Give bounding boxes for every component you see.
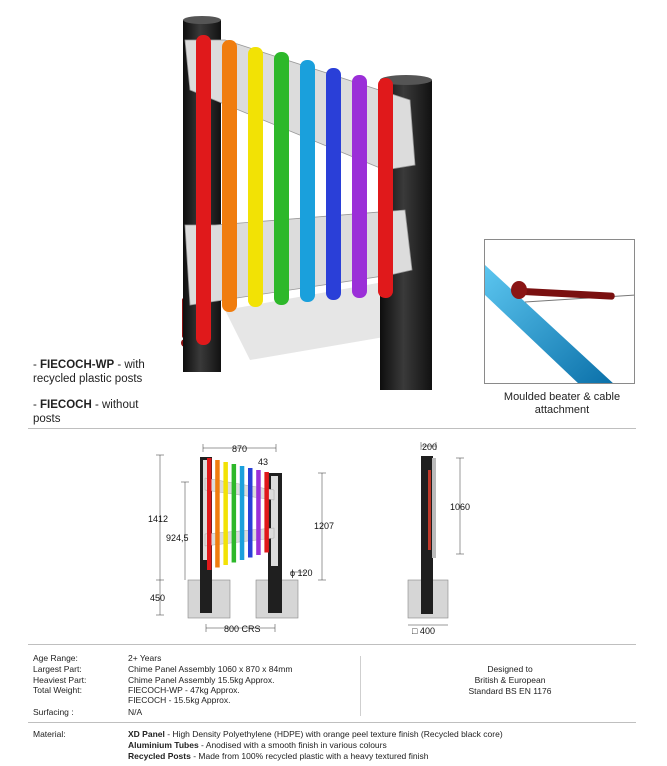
front-chime-tube xyxy=(207,458,212,570)
spec-value-surfacing: N/A xyxy=(128,707,143,717)
chime-tube xyxy=(274,52,289,305)
side-elevation-drawing: 200 1060 □ 400 xyxy=(407,442,470,636)
dim-width: 870 xyxy=(232,444,247,454)
spec-value-age: 2+ Years xyxy=(128,653,162,663)
dim-foundation-depth: 450 xyxy=(150,593,165,603)
front-chime-tube xyxy=(239,466,245,560)
chime-tube xyxy=(222,40,237,312)
chime-tube xyxy=(196,35,211,345)
front-chime-tube xyxy=(256,470,261,555)
front-chime-tube xyxy=(231,464,237,563)
front-chime-tube xyxy=(264,472,269,553)
material-label: Material: xyxy=(33,729,66,739)
spec-value-heaviest: Chime Panel Assembly 15.5kg Approx. xyxy=(128,675,275,685)
side-post xyxy=(421,456,433,614)
dim-panel-height-left: 924,5 xyxy=(166,533,189,543)
standard-line-1: Designed to xyxy=(487,664,533,674)
ground-shadow xyxy=(225,280,425,360)
beater-detail-image xyxy=(484,239,635,384)
chime-tube xyxy=(300,60,315,302)
spec-label-surfacing: Surfacing : xyxy=(33,707,74,717)
material-xd-panel: XD Panel - High Density Polyethylene (HD… xyxy=(128,729,503,739)
material-recycled-posts: Recycled Posts - Made from 100% recycled… xyxy=(128,751,429,761)
dim-side-foundation: □ 400 xyxy=(412,626,435,636)
dim-panel-height-right: 1207 xyxy=(314,521,334,531)
product-render xyxy=(181,16,432,390)
standard-line-3: Standard BS EN 1176 xyxy=(468,686,552,696)
front-chime-tubes xyxy=(207,458,269,570)
standard-note: Designed to British & European Standard … xyxy=(440,664,580,697)
spec-separator xyxy=(360,656,361,716)
chime-tube xyxy=(326,68,341,300)
front-elevation-drawing: 870 43 1412 924,5 1207 ϕ 120 450 800 CRS xyxy=(148,444,334,634)
spec-label-weight: Total Weight: xyxy=(33,685,82,695)
front-chime-tube xyxy=(215,460,220,568)
variant-without-posts: - FIECOCH - without posts xyxy=(33,399,139,425)
divider-bottom xyxy=(28,722,636,723)
spec-value-largest: Chime Panel Assembly 1060 x 870 x 84mm xyxy=(128,664,293,674)
front-chime-tube xyxy=(248,468,253,558)
chime-tube xyxy=(378,78,393,298)
dim-side-depth: 200 xyxy=(422,442,437,452)
dim-tube-gap: 43 xyxy=(258,457,268,467)
chime-tube xyxy=(352,75,367,298)
spec-label-largest: Largest Part: xyxy=(33,664,82,674)
dim-side-panel-height: 1060 xyxy=(450,502,470,512)
spec-label-heaviest: Heaviest Part: xyxy=(33,675,87,685)
spec-value-weight-np: FIECOCH - 15.5kg Approx. xyxy=(128,695,231,705)
front-chime-tube xyxy=(223,462,228,565)
dim-post-diameter: ϕ 120 xyxy=(290,568,313,578)
standard-line-2: British & European xyxy=(474,675,546,685)
dim-total-height: 1412 xyxy=(148,514,168,524)
detail-caption: Moulded beater & cable attachment xyxy=(503,391,621,416)
divider-top xyxy=(28,428,636,429)
variant-with-posts: - FIECOCH-WP - with recycled plastic pos… xyxy=(33,359,145,385)
chime-tube xyxy=(248,47,263,307)
spec-label-age: Age Range: xyxy=(33,653,78,663)
chime-tubes xyxy=(196,35,393,345)
material-aluminium-tubes: Aluminium Tubes - Anodised with a smooth… xyxy=(128,740,387,750)
dim-post-centres: 800 CRS xyxy=(224,624,261,634)
spec-value-weight-wp: FIECOCH-WP - 47kg Approx. xyxy=(128,685,240,695)
divider-middle xyxy=(28,644,636,645)
